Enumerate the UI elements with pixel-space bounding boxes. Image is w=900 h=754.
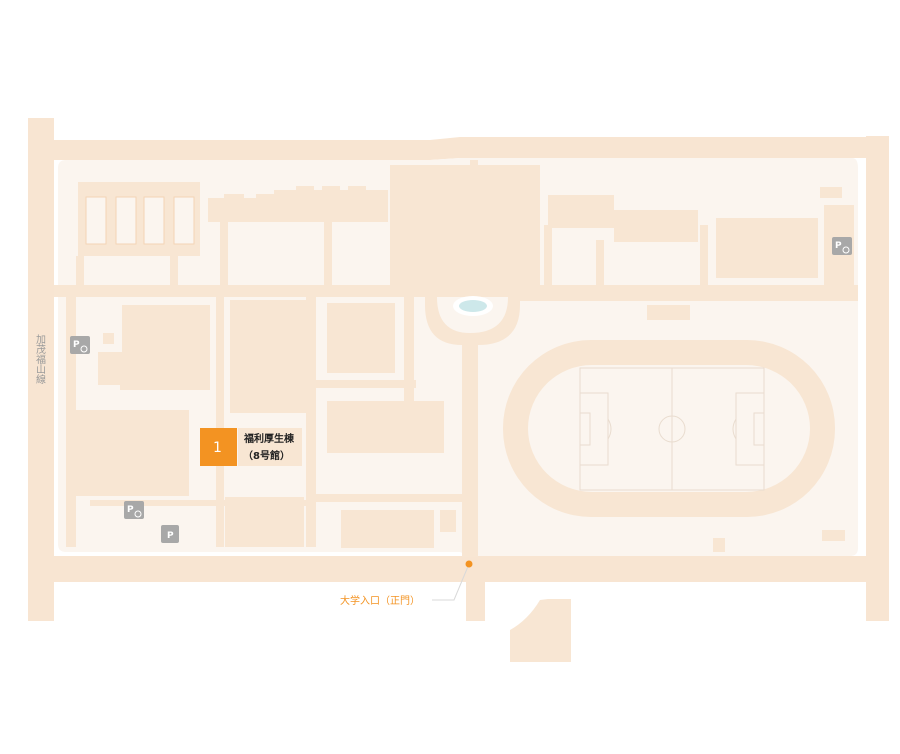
- parking-icons: P P P P: [70, 237, 852, 543]
- main-entrance[interactable]: 大学入口（正門）: [340, 560, 473, 608]
- marker-label-line1: 福利厚生棟: [243, 432, 295, 445]
- building: [713, 538, 725, 552]
- marker-number-box[interactable]: [200, 428, 237, 466]
- road-left: [28, 118, 54, 621]
- building: [327, 303, 395, 373]
- parking-icon: P: [161, 525, 179, 543]
- building: [341, 510, 434, 548]
- parking-accessible-icon: P: [124, 501, 144, 519]
- road-top: [54, 137, 866, 160]
- parking-icon-text: P: [835, 241, 842, 251]
- parking-accessible-icon: P: [70, 336, 90, 354]
- soccer-pitch: [579, 367, 765, 491]
- building: [208, 186, 388, 222]
- road-name-char: 福: [36, 353, 46, 366]
- road-name-char: 加: [36, 334, 46, 346]
- parking-icon-text: P: [127, 505, 134, 515]
- marker-number: 1: [213, 440, 222, 456]
- road-right: [866, 136, 889, 621]
- tennis-court: [144, 197, 164, 244]
- building: [820, 187, 842, 198]
- tennis-court: [116, 197, 136, 244]
- building: [440, 510, 456, 532]
- marker-label-line2: （8号館）: [243, 449, 290, 462]
- tennis-court: [174, 197, 194, 244]
- building: [414, 208, 520, 285]
- tennis-court: [86, 197, 106, 244]
- parking-accessible-icon: P: [832, 237, 852, 255]
- parking-icon-text: P: [73, 340, 80, 350]
- building: [548, 195, 698, 242]
- road-bottom: [28, 556, 889, 621]
- building: [822, 530, 845, 541]
- central-plaza: [425, 296, 520, 345]
- road-name-char: 線: [36, 373, 46, 386]
- building: [647, 305, 690, 320]
- entrance-dot[interactable]: [465, 560, 473, 568]
- road-name-label: 加 茂 福 山 線: [36, 334, 46, 386]
- building: [76, 410, 189, 496]
- building: [98, 305, 210, 390]
- building: [327, 401, 444, 453]
- entrance-leader-line: [432, 563, 470, 601]
- road-name-char: 茂: [36, 343, 46, 356]
- building: [516, 196, 538, 208]
- buildings: [76, 182, 845, 662]
- building-8-welfare[interactable]: [238, 428, 302, 466]
- track-infield: [528, 365, 810, 492]
- building-marker-1[interactable]: 1 福利厚生棟 （8号館）: [200, 428, 295, 466]
- building: [716, 218, 818, 278]
- athletic-field: [503, 340, 835, 517]
- building-offcampus: [510, 599, 571, 662]
- building: [225, 497, 304, 547]
- building: [230, 300, 308, 413]
- road-name-char: 山: [36, 364, 46, 376]
- entrance-label: 大学入口（正門）: [340, 594, 420, 607]
- roads: [28, 118, 889, 621]
- parking-icon-text: P: [167, 531, 174, 541]
- building: [103, 333, 114, 344]
